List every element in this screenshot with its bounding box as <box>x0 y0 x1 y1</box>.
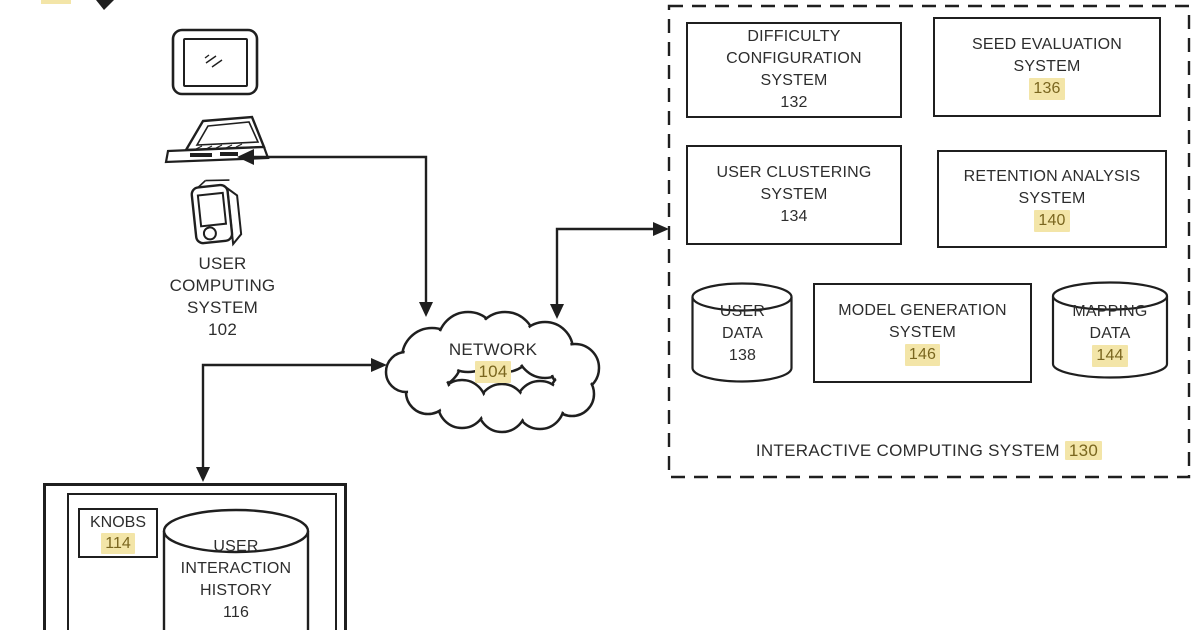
label-line: SYSTEM <box>1018 190 1086 207</box>
ref-136: 136 <box>1029 78 1065 100</box>
label-line: DATA <box>721 325 764 342</box>
user-interaction-history-label: USER INTERACTION HISTORY 116 <box>166 536 306 624</box>
label-line: SYSTEM <box>760 186 828 203</box>
ref-130: 130 <box>1064 441 1103 460</box>
cropped-highlight-fragment <box>41 0 71 4</box>
network-cloud-icon <box>384 310 601 434</box>
smartphone-icon <box>190 179 243 247</box>
ref-116: 116 <box>222 604 250 621</box>
arrow-user-system-network <box>237 149 433 317</box>
label-line: SYSTEM <box>1013 58 1081 75</box>
ref-140: 140 <box>1034 210 1070 232</box>
ref-114: 114 <box>101 533 135 554</box>
ref-104: 104 <box>474 361 512 383</box>
ref-102: 102 <box>208 320 237 339</box>
model-generation-system-box: MODEL GENERATION SYSTEM 146 <box>813 283 1032 383</box>
interactive-computing-system-label: INTERACTIVE COMPUTING SYSTEM 130 <box>669 441 1189 461</box>
label-line: COMPUTING <box>169 276 276 295</box>
user-data-label: USER DATA 138 <box>694 301 791 367</box>
label-line: USER <box>198 254 247 273</box>
label-line: USER <box>719 303 766 320</box>
ref-146: 146 <box>904 344 941 366</box>
label-line: NETWORK <box>448 340 538 359</box>
label-line: SYSTEM <box>186 298 259 317</box>
user-interaction-inner-box <box>67 493 337 630</box>
label-line: DIFFICULTY <box>747 28 841 45</box>
label-line: INTERACTION <box>180 560 292 577</box>
label-line: DATA <box>1089 325 1131 342</box>
ref-132: 132 <box>780 94 808 111</box>
label-line: USER CLUSTERING <box>716 164 872 181</box>
tablet-icon <box>171 28 259 96</box>
label-line: HISTORY <box>200 582 272 599</box>
label-line: KNOBS <box>89 514 146 531</box>
network-label: NETWORK 104 <box>430 339 556 383</box>
arrow-network-interactive-system <box>550 222 669 319</box>
user-interaction-outer-box <box>43 483 347 630</box>
user-data-cylinder <box>691 282 793 383</box>
label-line: SYSTEM <box>889 324 956 341</box>
label-line: SYSTEM <box>760 72 828 89</box>
label-line: MODEL GENERATION <box>838 302 1007 319</box>
interactive-computing-system-border <box>667 4 1191 479</box>
mapping-data-label: MAPPING DATA 144 <box>1053 301 1167 367</box>
knobs-box: KNOBS 114 <box>78 508 158 558</box>
mapping-data-cylinder <box>1051 281 1169 379</box>
label-line: RETENTION ANALYSIS <box>963 168 1141 185</box>
ref-144: 144 <box>1092 345 1128 367</box>
user-computing-system-label: USER COMPUTING SYSTEM 102 <box>150 253 295 341</box>
ref-134: 134 <box>780 208 808 225</box>
retention-analysis-system-box: RETENTION ANALYSIS SYSTEM 140 <box>937 150 1167 248</box>
label-line: MAPPING <box>1072 303 1148 320</box>
arrow-network-interaction-history <box>196 358 387 482</box>
label-text: INTERACTIVE COMPUTING SYSTEM <box>755 441 1060 460</box>
ref-138: 138 <box>728 347 757 364</box>
user-interaction-history-cylinder <box>162 508 310 630</box>
label-line: SEED EVALUATION <box>972 36 1122 53</box>
difficulty-configuration-system-box: DIFFICULTY CONFIGURATION SYSTEM 132 <box>686 22 902 118</box>
label-line: USER <box>213 538 259 555</box>
seed-evaluation-system-box: SEED EVALUATION SYSTEM 136 <box>933 17 1161 117</box>
cropped-arrowhead-fragment <box>96 0 114 10</box>
label-line: CONFIGURATION <box>726 50 862 67</box>
user-clustering-system-box: USER CLUSTERING SYSTEM 134 <box>686 145 902 245</box>
